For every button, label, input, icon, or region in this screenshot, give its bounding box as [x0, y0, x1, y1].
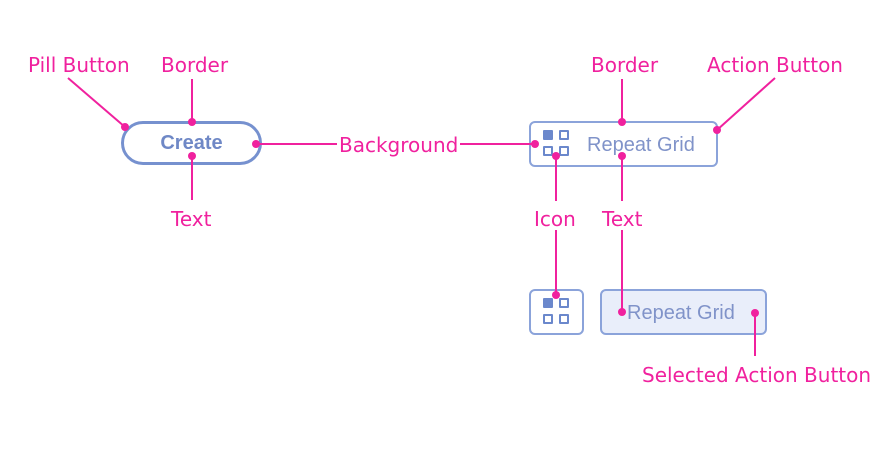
label-pill-button: Pill Button	[28, 53, 130, 77]
label-text-left: Text	[171, 207, 212, 231]
label-text-right: Text	[602, 207, 643, 231]
selected-action-button-label: Repeat Grid	[627, 302, 735, 324]
label-selected-action-button: Selected Action Button	[642, 363, 872, 387]
label-action-button: Action Button	[707, 53, 843, 77]
repeat-grid-icon-button[interactable]	[529, 289, 584, 335]
label-border-right: Border	[591, 53, 659, 77]
label-icon: Icon	[534, 207, 576, 231]
create-pill-button[interactable]: Create	[121, 121, 262, 165]
repeat-grid-icon	[543, 130, 571, 158]
repeat-grid-action-button[interactable]: Repeat Grid	[529, 121, 718, 167]
create-button-label: Create	[160, 131, 223, 154]
label-background: Background	[339, 133, 459, 157]
action-button-label: Repeat Grid	[587, 134, 695, 156]
label-border-left: Border	[161, 53, 229, 77]
repeat-grid-icon	[543, 298, 571, 326]
selected-repeat-grid-action-button[interactable]: Repeat Grid	[600, 289, 767, 335]
